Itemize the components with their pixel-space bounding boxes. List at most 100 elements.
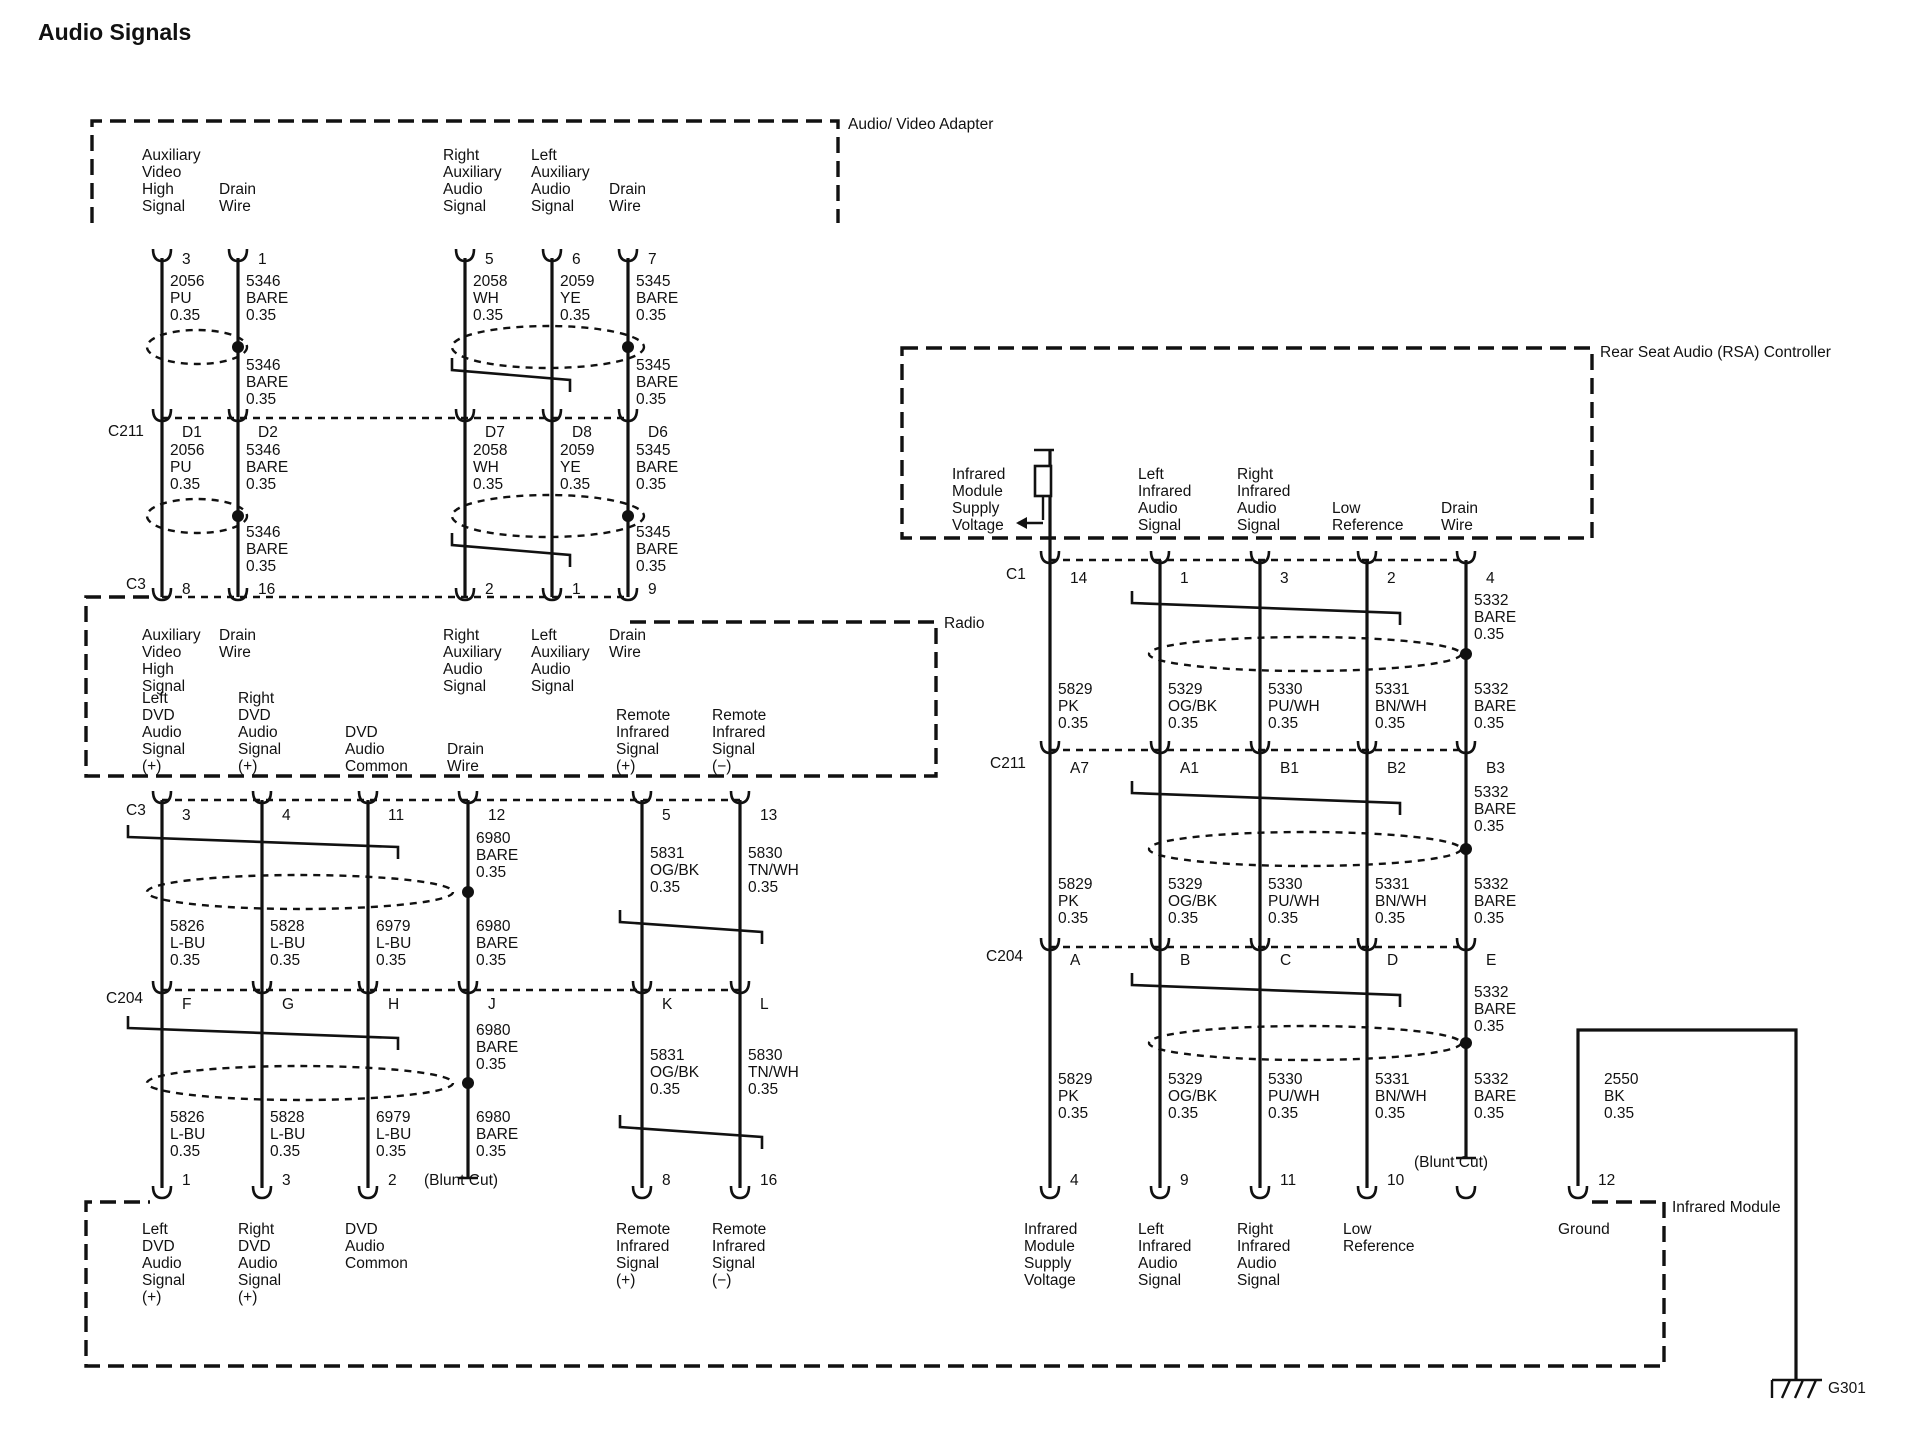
ir-seg6-wire-label-line: 0.35	[1268, 1105, 1298, 1122]
ir-seg4-wire-label-line: BN/WH	[1375, 893, 1427, 910]
av-label-line: Audio	[443, 181, 483, 198]
twisted-pair-bracket	[1130, 781, 1402, 815]
radio-top-label-line: Auxiliary	[142, 627, 201, 644]
ir-seg6-wire-label-line: 5329	[1168, 1071, 1202, 1088]
dvd-seg2-wire-label-line: 0.35	[376, 952, 406, 969]
ir-seg2-wire-label-line: BARE	[1474, 698, 1516, 715]
radio-top-label-line: Signal	[443, 678, 486, 695]
irm-cup	[729, 1185, 751, 1200]
irm-label-line: Audio	[1138, 1255, 1178, 1272]
av-pin: 1	[258, 251, 267, 268]
irm-label-line: Voltage	[1024, 1272, 1076, 1289]
c1-pin: 2	[1387, 570, 1396, 587]
dvd-seg2-wire-label-line: 0.35	[170, 952, 200, 969]
irm-label-line: Infrared	[1237, 1238, 1290, 1255]
irm-label-line: Infrared	[616, 1238, 669, 1255]
c211-right-pin: B2	[1387, 760, 1406, 777]
irm-cup	[151, 1185, 173, 1200]
ir-seg6-wire-label-line: PK	[1058, 1088, 1079, 1105]
arrow-left-icon	[1016, 517, 1027, 529]
c204-right-cup	[1455, 937, 1477, 952]
av-adapter: Audio/ Video Adapter	[90, 116, 993, 223]
av-seg3-wire-label-line: BARE	[246, 459, 288, 476]
c211-left-cup	[617, 408, 639, 423]
radio-top-label-line: Drain	[219, 627, 256, 644]
rsa-label-line: Right	[1237, 466, 1274, 483]
shield-junction	[232, 510, 244, 522]
ground-wire-label-line: 0.35	[1604, 1105, 1634, 1122]
av-label-line: Audio	[531, 181, 571, 198]
radio-top-label-line: Drain	[609, 627, 646, 644]
av-seg3-wire-label-line: 0.35	[636, 476, 666, 493]
ground-wire-label-line: 2550	[1604, 1071, 1639, 1088]
c1-pin: 3	[1280, 570, 1289, 587]
c211-right-label: C211	[990, 755, 1026, 772]
shields	[126, 324, 1472, 1149]
av-seg1-wire-label-line: BARE	[246, 290, 288, 307]
c3-top-pin: 16	[258, 581, 275, 598]
radio-bottom-label-line: DVD	[345, 724, 378, 741]
c204-left-pin: G	[282, 996, 294, 1013]
irm-label-line: Ground	[1558, 1221, 1610, 1238]
dvd-seg3-ir-label-line: 5830	[748, 1047, 783, 1064]
av-connector-cup	[541, 248, 563, 263]
av-connector-cup	[227, 248, 249, 263]
c204-right-pin: E	[1486, 952, 1496, 969]
dvd-seg4-wire-label-line: 5826	[170, 1109, 204, 1126]
shield-oval	[145, 497, 249, 535]
c3-bottom-pin: 11	[388, 807, 404, 824]
ir-seg6-wire-label-line: PU/WH	[1268, 1088, 1320, 1105]
shield-oval	[1147, 830, 1463, 868]
irm-right-pin: 4	[1070, 1172, 1079, 1189]
dvd-seg2-wire-label-line: L-BU	[376, 935, 411, 952]
c3-top-pin: 2	[485, 581, 494, 598]
c3-bottom-cup	[251, 790, 273, 805]
connectors	[151, 248, 1589, 1200]
c3-top-cup	[227, 587, 249, 602]
c211-right-pin: A1	[1180, 760, 1199, 777]
irm-right-pin: 10	[1387, 1172, 1405, 1189]
ir-seg6-wire-label-line: 0.35	[1168, 1105, 1198, 1122]
ir-seg4-wire-label-line: 0.35	[1168, 910, 1198, 927]
irm-label-line: Infrared	[1138, 1238, 1191, 1255]
ground-wire-label-line: BK	[1604, 1088, 1625, 1105]
ir-seg6-wire-label-line: OG/BK	[1168, 1088, 1218, 1105]
dvd-seg2-wire-label-line: 6979	[376, 918, 410, 935]
irm-label-line: Audio	[142, 1255, 182, 1272]
irm-label-line: Audio	[1237, 1255, 1277, 1272]
ir-seg2-wire-label-line: PK	[1058, 698, 1079, 715]
dvd-seg3-ir-label-line: 0.35	[748, 1081, 778, 1098]
radio-bottom-label-line: Signal	[238, 741, 281, 758]
av-seg1-wire-label-line: 2058	[473, 273, 507, 290]
twisted-pair-bracket	[450, 358, 572, 392]
radio-label: Radio	[944, 615, 985, 632]
irm-cup	[251, 1185, 273, 1200]
dvd-seg4-wire-label-line: 0.35	[270, 1143, 300, 1160]
radio-top-label-line: Left	[531, 627, 558, 644]
twisted-pair-bracket	[1130, 591, 1402, 625]
irm-cup	[1356, 1185, 1378, 1200]
c3-bottom-cup	[151, 790, 173, 805]
radio-bottom-label-line: Common	[345, 758, 408, 775]
c1-pin: 14	[1070, 570, 1088, 587]
av-seg3-wire-label-line: 2059	[560, 442, 594, 459]
av-label-line: Video	[142, 164, 181, 181]
irm-cup	[1149, 1185, 1171, 1200]
shield-oval	[145, 873, 455, 911]
ir-seg2-wire-label-line: 5330	[1268, 681, 1303, 698]
ir-seg6-wire-label-line: BN/WH	[1375, 1088, 1427, 1105]
irm-cup	[631, 1185, 653, 1200]
c204-left-cup	[151, 980, 173, 995]
radio-bottom-label-line: Signal	[712, 741, 755, 758]
infrared-module-label: Infrared Module	[1672, 1199, 1781, 1216]
dvd-seg4-wire-label-line: 6979	[376, 1109, 410, 1126]
dvd-seg4-wire-label-line: 5828	[270, 1109, 304, 1126]
c204-left-pin: H	[388, 996, 399, 1013]
av-seg1-wire-label-line: 0.35	[560, 307, 590, 324]
ir-seg4-wire-label-line: 0.35	[1058, 910, 1088, 927]
irm-label-line: Reference	[1343, 1238, 1415, 1255]
dvd-seg3-drain-label-line: 0.35	[476, 1056, 506, 1073]
irm-cup	[1039, 1185, 1061, 1200]
av-label-line: Right	[443, 147, 480, 164]
